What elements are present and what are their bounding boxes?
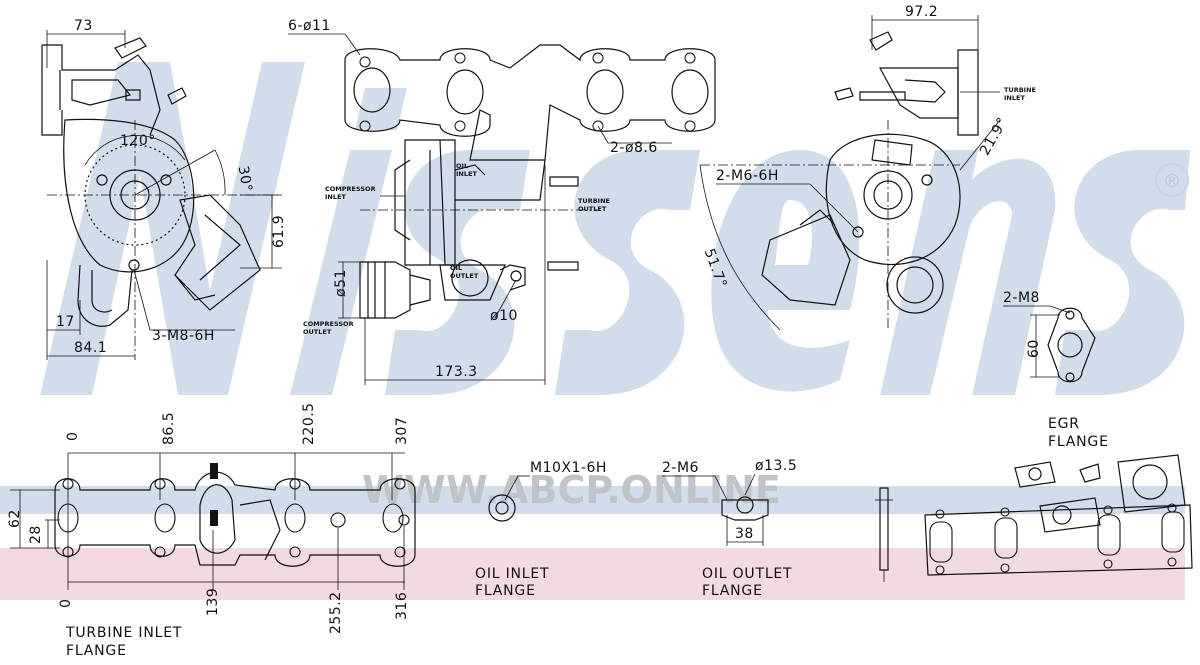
watermark-letter-e	[711, 150, 860, 392]
label-oil-outlet-2: OUTLET	[450, 272, 479, 280]
small-gasket-1	[1014, 461, 1056, 488]
dim-tf-bottom-3: 316	[394, 592, 410, 620]
stud-bottom	[210, 510, 218, 526]
label-turbine-outlet-1: TURBINE	[578, 197, 610, 205]
dim-oil-outlet-thread: 2-M6	[662, 460, 699, 476]
turbine-flange-top-dims: 0 86.5 220.5 307	[65, 402, 410, 445]
turbine-inlet-flange: 0 86.5 220.5 307	[7, 402, 416, 659]
dim-egr-thread: 2-M8	[1003, 290, 1040, 306]
tf-title-1: TURBINE INLET	[65, 625, 182, 641]
label-compressor-inlet-2: INLET	[325, 193, 346, 201]
dim-oil-outlet-dia: ø13.5	[755, 458, 797, 474]
dim-left-top: 73	[74, 18, 93, 34]
gasket-kit	[875, 454, 1193, 582]
dim-center-width: 173.3	[435, 364, 478, 380]
label-oil-inlet-1: OIL	[456, 162, 468, 170]
egr-flange: 2-M8 60 EGR FLANGE	[1003, 290, 1109, 450]
dim-left-height: 61.9	[271, 215, 287, 248]
oil-outlet-flange: 2-M6 ø13.5 38 OIL OUTLET FLANGE	[662, 458, 797, 599]
tf-title-2: FLANGE	[66, 643, 127, 659]
label-oil-outlet-1: OIL	[450, 264, 462, 272]
oil-inlet-title-1: OIL INLET	[475, 566, 549, 582]
watermark-letter-n2	[880, 150, 1056, 395]
egr-title-2: FLANGE	[1048, 434, 1109, 450]
dim-right-top: 97.2	[905, 4, 938, 20]
dim-left-angle-120: 120°	[120, 133, 156, 149]
watermark-letter-s2	[555, 150, 700, 395]
dim-left-17: 17	[56, 314, 75, 330]
dim-tf-top-3: 307	[394, 417, 410, 445]
registered-mark: ®	[1163, 171, 1181, 192]
oil-outlet-title-1: OIL OUTLET	[702, 566, 792, 582]
label-compressor-outlet-2: OUTLET	[303, 328, 332, 336]
watermark-pink-band	[0, 548, 1185, 600]
manifold-gasket	[924, 504, 1193, 576]
dim-left-thread: 3-M8-6H	[152, 328, 215, 344]
registered-circle	[1154, 162, 1190, 198]
small-gasket-2	[1039, 497, 1101, 533]
label-oil-inlet-2: INLET	[456, 170, 477, 178]
dim-oil-outlet-width: 38	[735, 526, 754, 542]
dim-tf-top-0: 0	[65, 432, 81, 441]
sealant-tube	[879, 487, 889, 571]
dim-tf-side-28: 28	[28, 525, 44, 544]
center-view: 6-ø11 2-ø8.6	[288, 18, 716, 385]
egr-title-1: EGR	[1048, 416, 1080, 432]
watermark-blue-band	[0, 486, 1185, 514]
label-turbine-inlet-2: INLET	[1004, 94, 1025, 102]
dim-right-angle-21: 21.9°	[977, 115, 1011, 158]
dim-center-holes-side: 2-ø8.6	[610, 140, 658, 156]
dim-left-angle-30: 30°	[235, 165, 255, 194]
watermark-letter-s3	[1055, 150, 1190, 395]
oil-inlet-title-2: FLANGE	[475, 583, 536, 599]
dim-egr-height: 60	[1026, 339, 1042, 358]
dim-center-dia-outlet: ø51	[333, 269, 349, 297]
label-turbine-inlet-1: TURBINE	[1004, 86, 1036, 94]
dim-tf-bottom-2: 255.2	[328, 591, 344, 634]
label-compressor-inlet-1: COMPRESSOR	[325, 185, 376, 193]
dim-tf-bottom-1: 139	[205, 588, 221, 616]
stud-top	[210, 463, 218, 479]
dim-tf-top-1: 86.5	[161, 412, 177, 445]
oil-outlet-title-2: FLANGE	[702, 583, 763, 599]
dim-left-84: 84.1	[74, 340, 107, 356]
dim-right-thread: 2-M6-6H	[716, 168, 779, 184]
dim-tf-side-62: 62	[7, 509, 23, 528]
watermark-site-text: WWW.ABCP.ONLINE	[362, 468, 781, 512]
oil-inlet-flange: M10X1-6H OIL INLET FLANGE	[475, 460, 607, 599]
watermark-letter-i	[290, 88, 407, 395]
turbine-flange-bottom-dims: 0 139 255.2 316	[58, 588, 410, 634]
dim-tf-bottom-0: 0	[58, 599, 74, 608]
dim-center-holes: 6-ø11	[288, 18, 331, 34]
dim-tf-top-2: 220.5	[301, 402, 317, 445]
watermark-letter-s1	[385, 150, 530, 395]
small-gasket-3	[1079, 463, 1101, 483]
right-view: 97.2 TURBINE INLET 51.7° 21.9° 2-M6-6H	[699, 4, 1036, 331]
dim-oil-inlet-thread: M10X1-6H	[530, 460, 607, 476]
label-turbine-outlet-2: OUTLET	[578, 205, 607, 213]
label-compressor-outlet-1: COMPRESSOR	[303, 320, 354, 328]
left-view: 73 120° 30° 61.9	[41, 18, 287, 360]
dim-center-dia-oil: ø10	[490, 308, 518, 324]
